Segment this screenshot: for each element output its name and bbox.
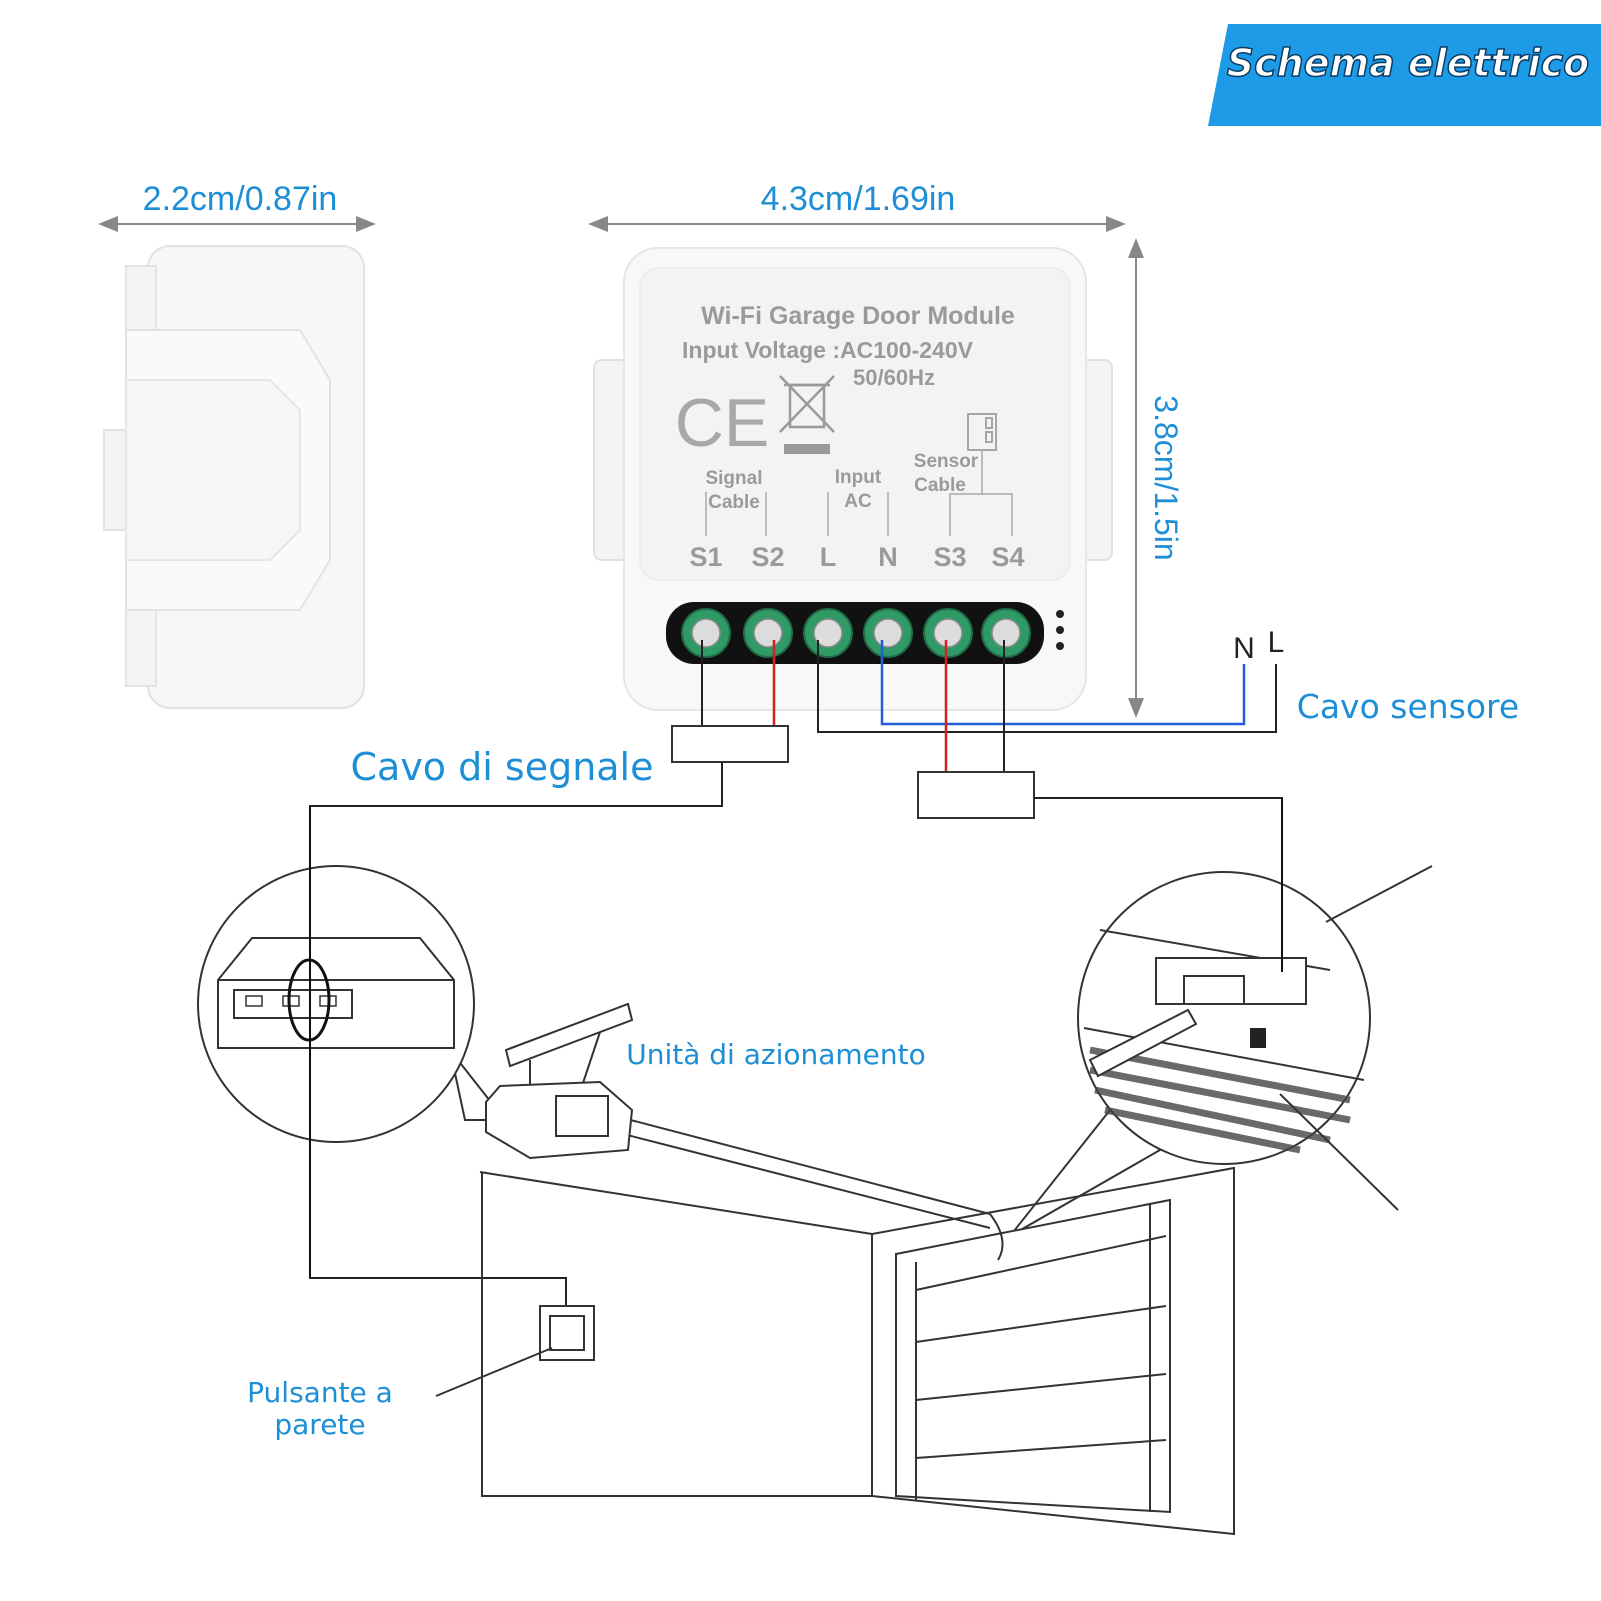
drive-unit-label: Unità di azionamento	[626, 1038, 926, 1071]
sensor-connector	[917, 771, 1035, 819]
opener-terminal-magnifier	[197, 806, 508, 1278]
module-front-view: Wi-Fi Garage Door Module Input Voltage :…	[593, 247, 1113, 711]
input-ac-label-2: AC	[844, 491, 872, 512]
input-ac-label-1: Input	[835, 467, 882, 488]
signal-cable-label-2: Cable	[708, 492, 760, 513]
wall-button-icon	[435, 1305, 595, 1397]
module-frequency: 50/60Hz	[853, 365, 935, 390]
wall-button-label-2: parete	[274, 1408, 365, 1441]
signal-cable-label: Cavo di segnale	[351, 745, 654, 789]
garage-opener-unit	[485, 1002, 634, 1160]
signal-cable-label-1: Signal	[705, 468, 762, 489]
banner-background	[1208, 24, 1601, 126]
garage-scene	[435, 1002, 1235, 1536]
sensor-cable-label-2: Cable	[914, 475, 966, 496]
terminal-label-l: L	[820, 542, 837, 572]
weee-bin-icon	[779, 375, 835, 454]
wall-button-label-1: Pulsante a	[247, 1376, 393, 1409]
ce-mark-icon: CE	[675, 385, 769, 461]
height-dimension: 3.8cm/1.5in	[1148, 395, 1184, 560]
terminal-label-s2: S2	[751, 542, 784, 572]
dimensions: 2.2cm/0.87in 4.3cm/1.69in 3.8cm/1.5in	[98, 180, 1184, 718]
banner-title: Schema elettrico	[1227, 41, 1589, 85]
terminal-label-s4: S4	[991, 542, 1024, 572]
terminal-labels: S1 S2 L N S3 S4	[689, 542, 1024, 572]
banner: Schema elettrico	[1208, 24, 1601, 126]
module-voltage: Input Voltage :AC100-240V	[682, 337, 974, 363]
sensor-cable-label: Cavo sensore	[1297, 687, 1519, 726]
terminal-guide-lines	[705, 450, 1013, 536]
width-dimension: 4.3cm/1.69in	[761, 180, 956, 218]
depth-dimension: 2.2cm/0.87in	[143, 180, 338, 218]
terminal-label-n: N	[878, 542, 898, 572]
door-sensor-magnifier	[1009, 798, 1433, 1237]
module-title: Wi-Fi Garage Door Module	[701, 302, 1015, 330]
module-side-view	[103, 245, 365, 709]
line-label: L	[1268, 626, 1285, 659]
sensor-cable-label-1: Sensor	[914, 451, 979, 472]
terminal-label-s1: S1	[689, 542, 722, 572]
signal-connector	[671, 725, 789, 763]
terminal-label-s3: S3	[933, 542, 966, 572]
neutral-label: N	[1233, 632, 1255, 665]
terminal-block	[666, 602, 1064, 664]
